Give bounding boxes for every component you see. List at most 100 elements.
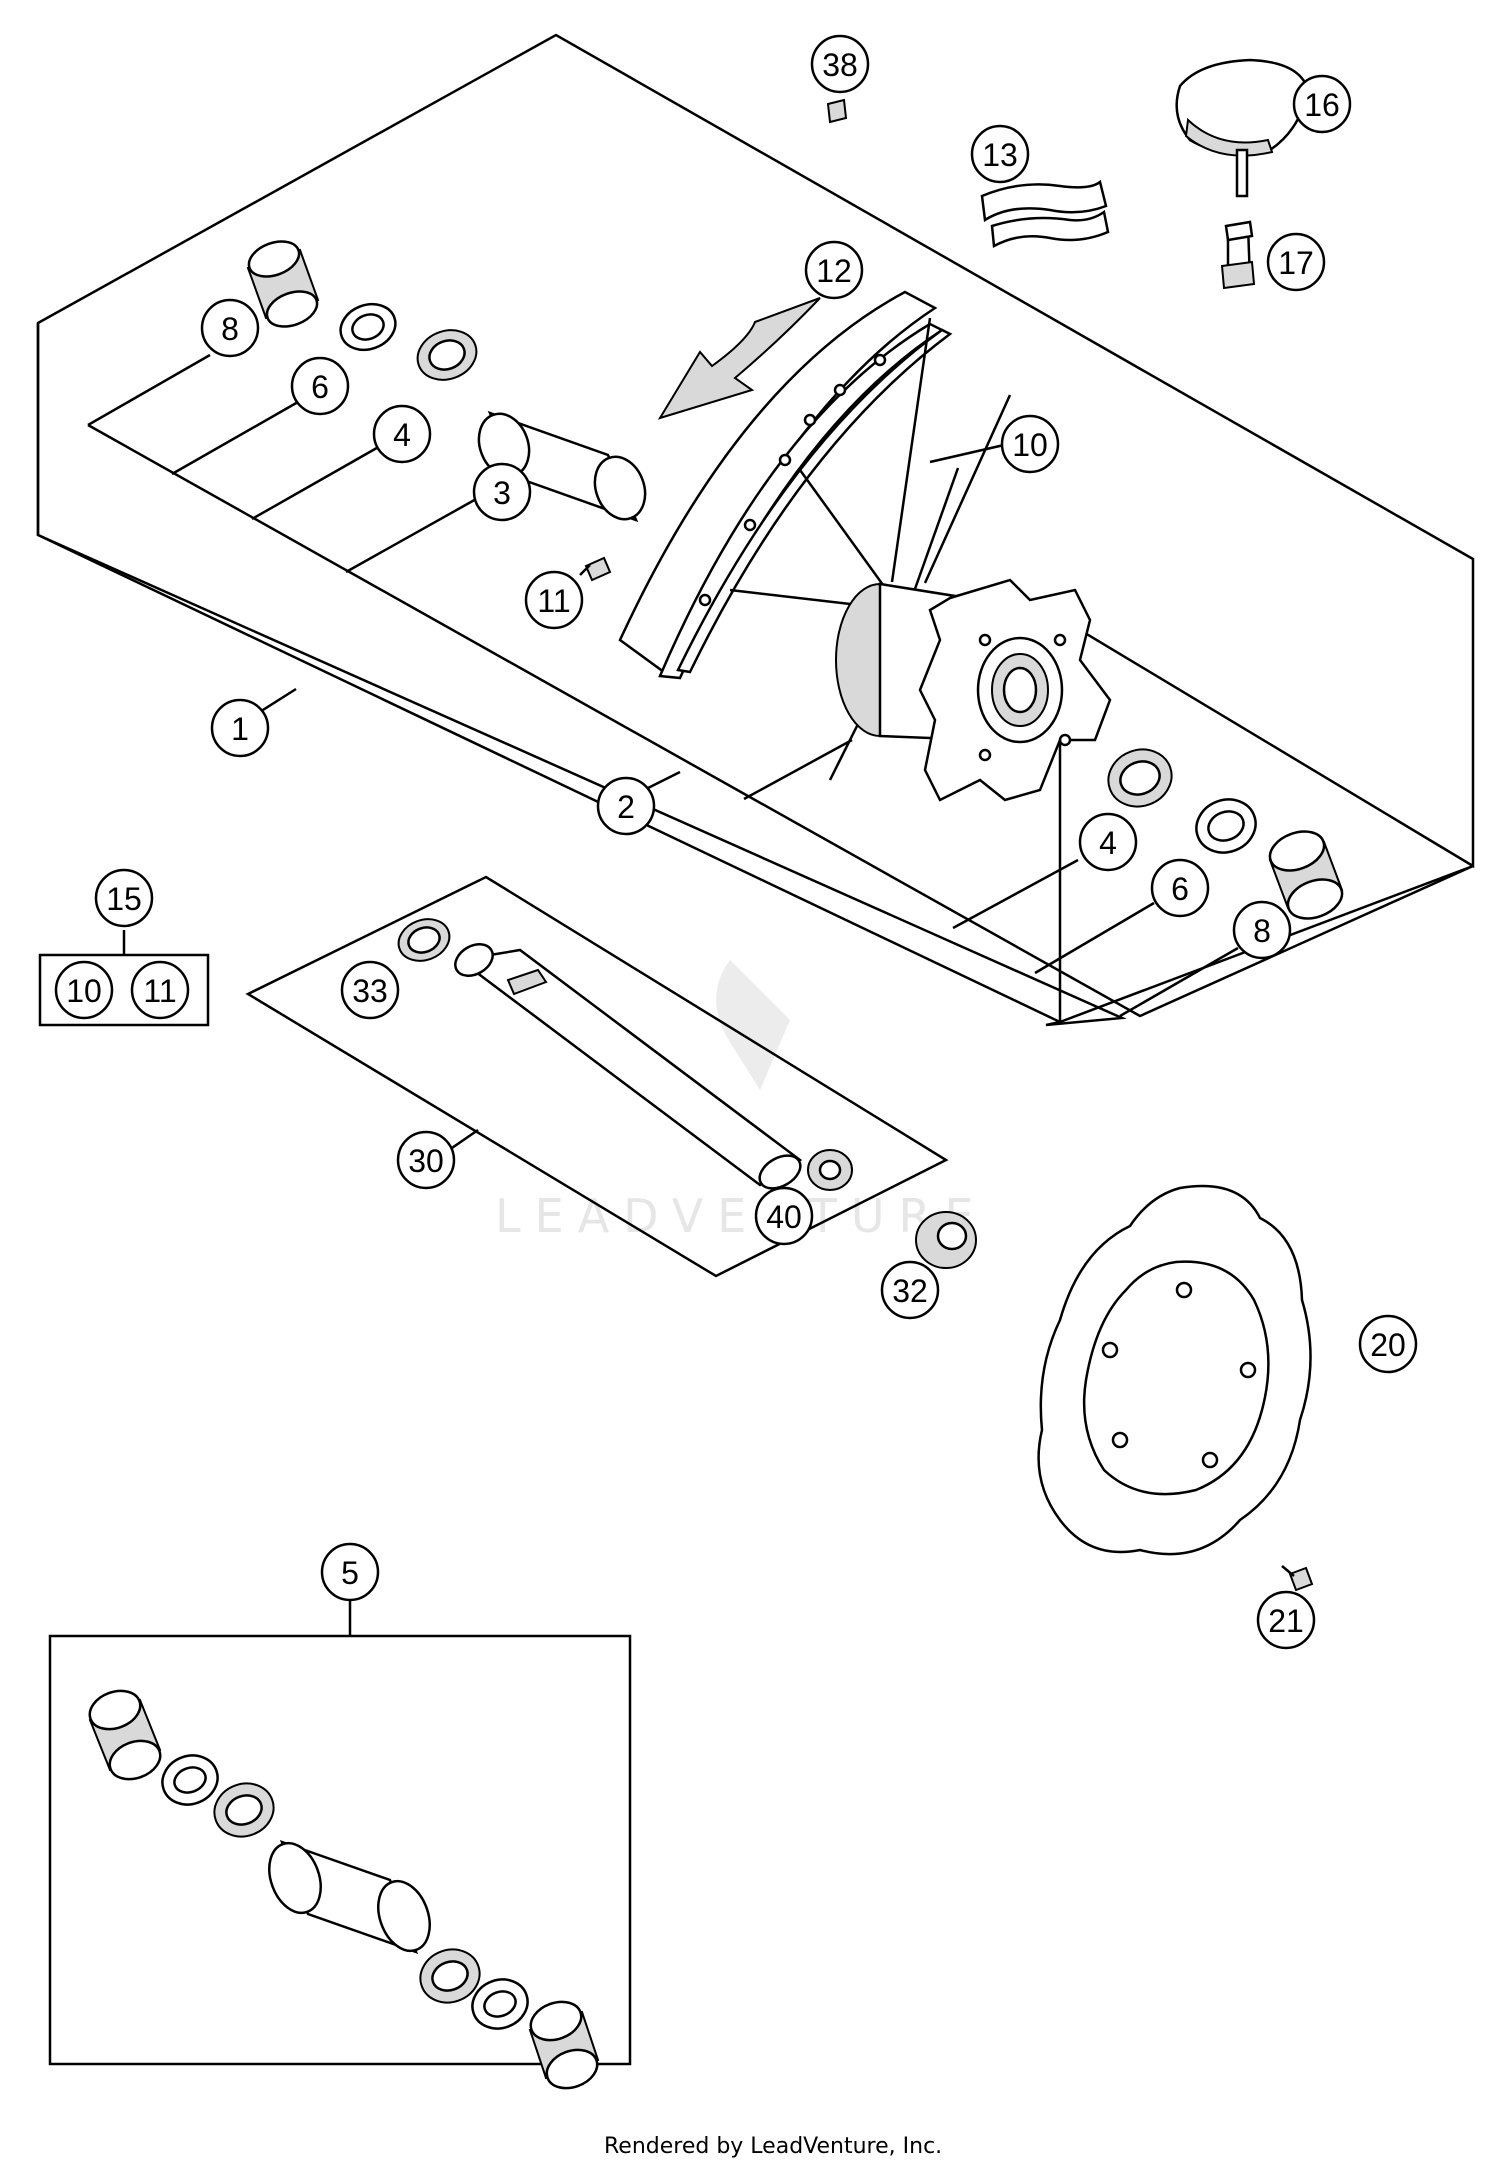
callout-6: 6 [1150,858,1210,918]
callout-10: 10 [54,960,114,1020]
brake-disc-part-20 [1037,1184,1312,1556]
callout-label: 32 [892,1273,928,1309]
nut-part-40 [807,1149,853,1191]
seal-part-6-right [1195,798,1257,854]
callout-label: 5 [341,1555,359,1591]
callout-label: 13 [982,137,1018,173]
callout-circle [1078,812,1138,872]
callout-12: 12 [804,240,864,300]
callout-10: 10 [1000,414,1060,474]
callout-2: 2 [596,776,656,836]
callout-circle [810,34,870,94]
callout-circle [524,570,584,630]
callout-label: 17 [1278,245,1314,281]
callout-11: 11 [130,960,190,1020]
callout-1: 1 [210,698,270,758]
callout-16: 16 [1292,74,1352,134]
leadventure-watermark: LEADVENTURE [495,960,988,1243]
callout-20: 20 [1358,1314,1418,1374]
callout-circle [596,776,656,836]
bearing-kit-parts [88,1689,600,2090]
callout-label: 6 [1171,871,1189,907]
callout-label: 10 [1012,427,1048,463]
callout-label: 21 [1268,1603,1304,1639]
callout-circle [754,1186,814,1246]
spacer-tube-part-3 [477,410,647,523]
nut-part-17 [1220,220,1256,290]
footer-credit: Rendered by LeadVenture, Inc. [604,2134,943,2159]
callout-circle [472,462,532,522]
callout-label: 1 [231,711,249,747]
callout-8: 8 [1232,900,1292,960]
axle-part [454,943,803,1190]
callout-40: 40 [754,1186,814,1246]
callout-label: 20 [1370,1327,1406,1363]
callout-label: 11 [537,583,570,619]
axle-group-outline [245,875,949,1278]
callout-label: 8 [1253,913,1271,949]
callout-circle [1150,858,1210,918]
callout-label: 4 [393,417,411,453]
callout-label: 2 [617,789,635,825]
callout-label: 4 [1099,825,1117,861]
callout-circle [290,356,350,416]
spacer-part-8-right [1268,830,1344,920]
wheel-group-outline [36,323,1061,1024]
bearing-part-4 [416,329,478,381]
callout-circle [1256,1590,1316,1650]
callout-label: 30 [408,1143,444,1179]
callout-circle [200,298,260,358]
callout-label: 15 [106,881,142,917]
wheel-assembly-outline [36,33,1475,1027]
bolt-part-21 [1281,1565,1314,1592]
callout-5: 5 [320,1542,380,1602]
callout-circle [94,868,154,928]
callout-circle [1266,232,1326,292]
bearing-kit-box-part-5 [48,1634,632,2066]
callout-label: 11 [143,973,176,1009]
leader-lines [87,353,1239,1018]
callout-label: 8 [221,311,239,347]
callout-30: 30 [396,1130,456,1190]
callout-label: 16 [1304,87,1340,123]
callout-21: 21 [1256,1590,1316,1650]
callout-circle [340,960,400,1020]
callout-circle [1232,900,1292,960]
callout-38: 38 [810,34,870,94]
callout-label: 6 [311,369,329,405]
watermark-text: LEADVENTURE [495,1189,988,1243]
callout-circle [804,240,864,300]
callout-6: 6 [290,356,350,416]
callout-circle [210,698,270,758]
callout-circle [1358,1314,1418,1374]
spacer-part-8 [246,240,320,328]
callout-label: 38 [822,47,858,83]
seal-part-6 [339,302,397,352]
bearing-part-4-right [1107,748,1173,808]
callout-circle [1000,414,1060,474]
callout-4: 4 [1078,812,1138,872]
callout-13: 13 [970,124,1030,184]
callout-4: 4 [372,404,432,464]
callout-33: 33 [340,960,400,1020]
callout-3: 3 [472,462,532,522]
callout-circle [54,960,114,1020]
hub-group-outline [87,423,1474,1018]
valve-cap-part-38 [826,98,848,124]
nut-part-32 [915,1211,977,1269]
callout-32: 32 [880,1260,940,1320]
collar-part-33 [397,918,451,962]
callout-circle [372,404,432,464]
callout-17: 17 [1266,232,1326,292]
rim-lock-part-16 [1175,58,1310,198]
rim-part-12 [618,290,953,680]
callout-15: 15 [94,868,154,928]
callout-circle [970,124,1030,184]
hub-part-2 [835,578,1112,802]
callout-label: 10 [66,973,102,1009]
callout-circle [880,1260,940,1320]
callout-label: 3 [493,475,511,511]
callout-label: 33 [352,973,388,1009]
callout-circle [320,1542,380,1602]
